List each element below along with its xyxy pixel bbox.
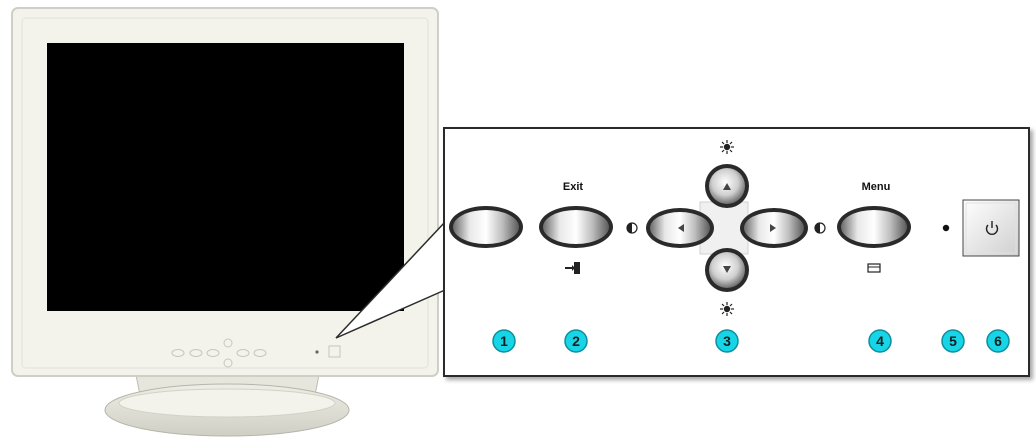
front-button-menu	[253, 349, 267, 357]
menu-label: Menu	[862, 181, 891, 193]
brightness-icon	[720, 302, 734, 316]
callout-badge-2: 2	[564, 329, 588, 353]
front-button-left	[206, 349, 220, 357]
control-panel: Exit	[443, 127, 1030, 377]
power-icon	[985, 221, 999, 235]
callout-connector	[335, 221, 446, 339]
callout-number: 6	[994, 333, 1002, 349]
power-button[interactable]	[962, 199, 1020, 257]
power-indicator-led	[942, 224, 950, 232]
left-button[interactable]	[646, 208, 714, 248]
callout-number: 2	[572, 333, 580, 349]
front-power-led	[315, 350, 319, 354]
stand-base-top	[118, 388, 336, 418]
down-button[interactable]	[705, 248, 749, 292]
monitor	[11, 7, 439, 437]
callout-number: 5	[949, 333, 957, 349]
up-arrow-icon	[723, 183, 731, 190]
exit-door-icon	[565, 262, 580, 274]
menu-window-icon	[867, 263, 881, 273]
exit-button[interactable]	[539, 206, 613, 248]
left-arrow-icon	[678, 224, 684, 232]
right-button[interactable]	[740, 208, 808, 248]
callout-badge-6: 6	[986, 329, 1010, 353]
monitor-front-buttons	[171, 338, 341, 368]
menu-button[interactable]	[837, 206, 911, 248]
callout-badge-3: 3	[715, 329, 739, 353]
right-arrow-icon	[770, 224, 776, 232]
callout-number: 3	[723, 333, 731, 349]
front-button-1	[171, 349, 185, 357]
front-button-down	[223, 358, 233, 368]
bezel-inner-edge	[21, 17, 429, 369]
callout-number: 1	[500, 333, 508, 349]
callout-line-bottom	[335, 289, 446, 339]
contrast-icon	[626, 222, 638, 234]
callout-number: 4	[876, 333, 884, 349]
contrast-icon	[814, 222, 826, 234]
monitor-stand	[104, 369, 350, 437]
front-button-right	[236, 349, 250, 357]
brightness-icon	[720, 140, 734, 154]
front-button-2	[189, 349, 203, 357]
callout-badge-4: 4	[868, 329, 892, 353]
up-button[interactable]	[705, 164, 749, 208]
front-button-up	[223, 338, 233, 348]
auto-button[interactable]	[449, 206, 523, 248]
callout-line-top	[335, 221, 446, 339]
callout-badge-5: 5	[941, 329, 965, 353]
callout-badge-1: 1	[492, 329, 516, 353]
front-power-button	[328, 345, 341, 358]
monitor-screen	[47, 43, 404, 311]
down-arrow-icon	[723, 266, 731, 273]
exit-label: Exit	[563, 181, 584, 193]
direction-pad	[646, 164, 808, 292]
